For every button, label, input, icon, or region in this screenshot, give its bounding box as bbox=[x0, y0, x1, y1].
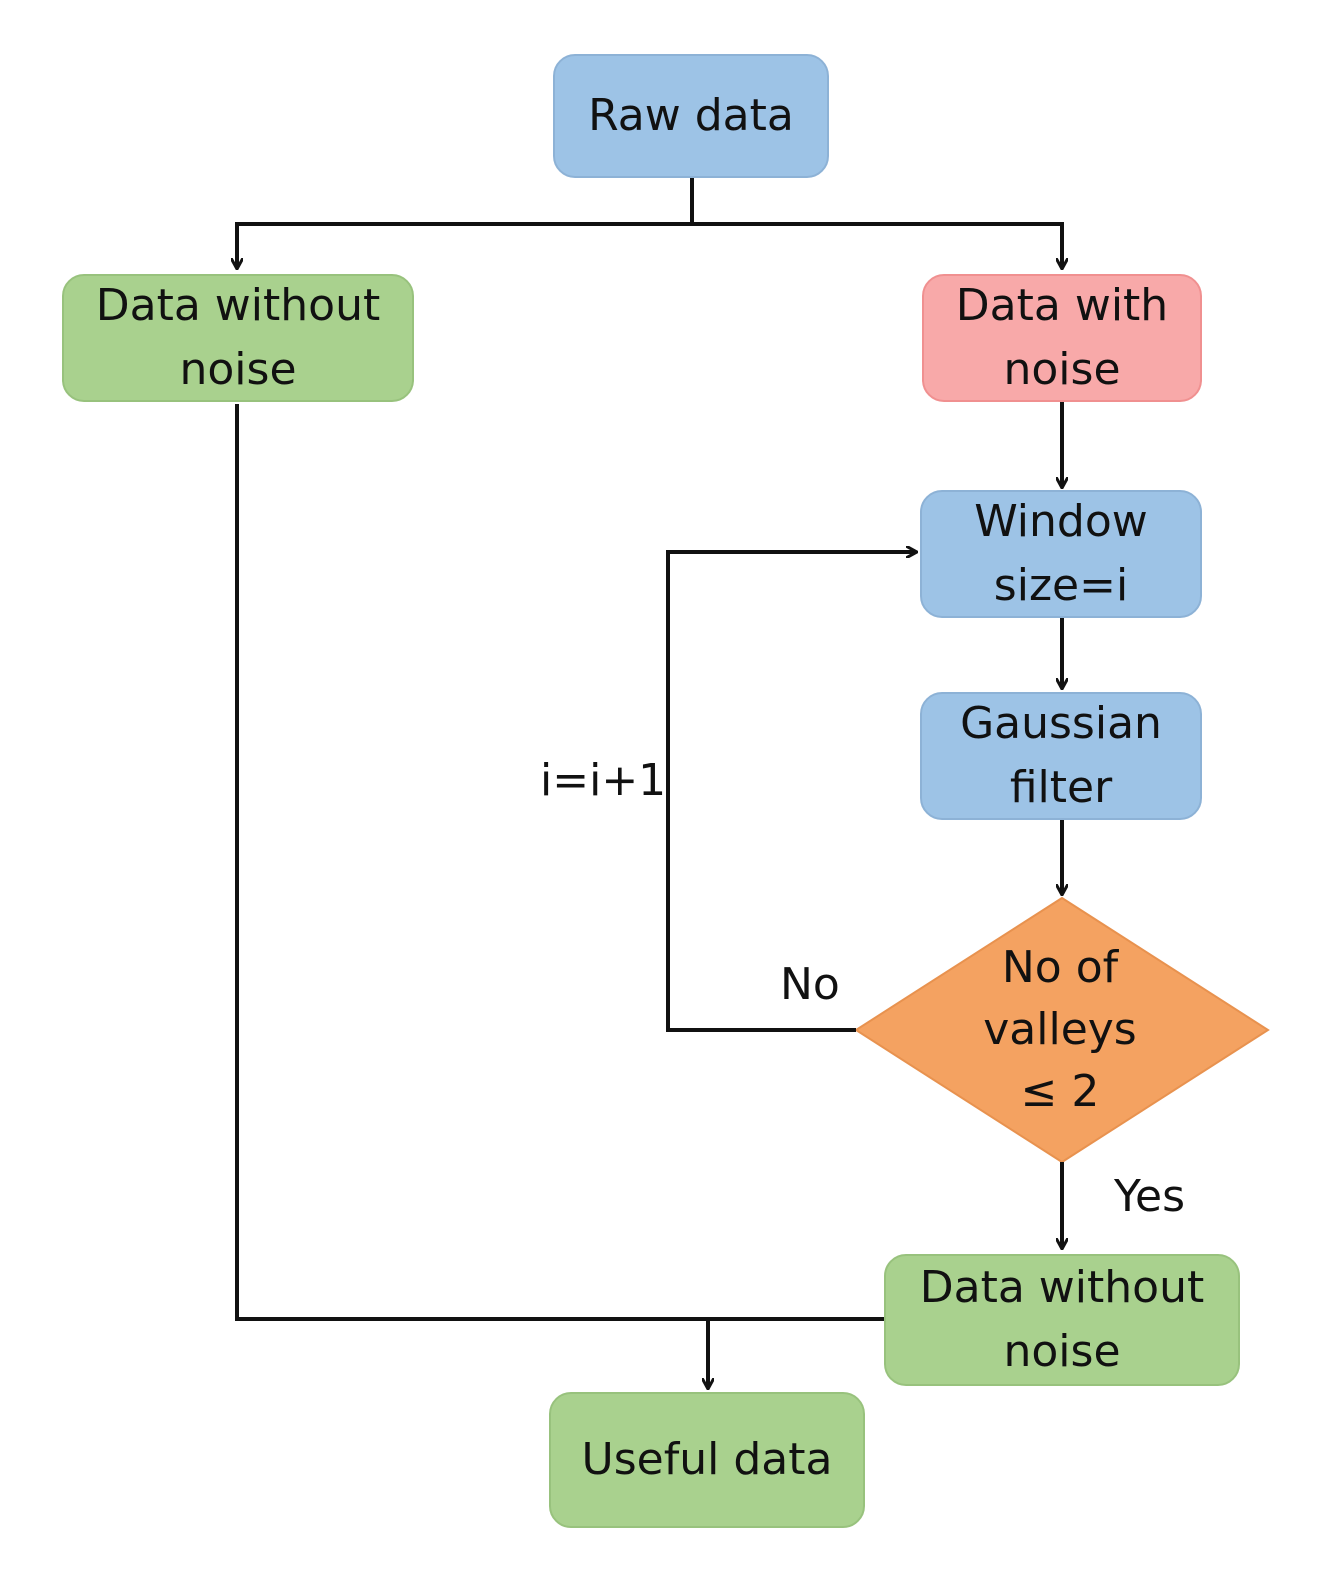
node-data-without-noise-right-line-1: Data without bbox=[919, 1262, 1205, 1313]
node-raw-data-line-1: Raw data bbox=[588, 90, 794, 141]
node-data-without-noise-left: Data without noise bbox=[62, 274, 414, 402]
node-raw-data: Raw data bbox=[553, 54, 829, 178]
node-data-with-noise: Data with noise bbox=[922, 274, 1202, 402]
node-data-with-noise-line-1: Data with bbox=[955, 280, 1169, 331]
node-data-without-noise-right: Data without noise bbox=[884, 1254, 1240, 1386]
node-useful-data: Useful data bbox=[549, 1392, 865, 1528]
edge-label-yes: Yes bbox=[1114, 1171, 1186, 1222]
edge-label-no: No bbox=[780, 959, 840, 1010]
node-gaussian-filter-line-2: filter bbox=[1009, 762, 1113, 813]
node-data-without-noise-left-line-1: Data without bbox=[95, 280, 381, 331]
edge-label-loop: i=i+1 bbox=[540, 755, 667, 806]
node-data-with-noise-line-2: noise bbox=[1003, 344, 1121, 395]
arrow-raw-to-without-noise bbox=[237, 222, 692, 268]
node-window-size: Window size=i bbox=[920, 490, 1202, 618]
node-decision-valleys-line-1: No of bbox=[1001, 942, 1119, 993]
node-data-without-noise-left-line-2: noise bbox=[179, 344, 297, 395]
node-window-size-line-1: Window bbox=[974, 496, 1148, 547]
node-gaussian-filter: Gaussian filter bbox=[920, 692, 1202, 820]
node-decision-valleys: No of valleys ≤ 2 bbox=[880, 930, 1240, 1130]
node-useful-data-line-1: Useful data bbox=[581, 1434, 833, 1485]
node-window-size-line-2: size=i bbox=[993, 560, 1129, 611]
arrow-no-loop-to-window bbox=[666, 552, 916, 1032]
node-gaussian-filter-line-1: Gaussian bbox=[960, 698, 1162, 749]
node-data-without-noise-right-line-2: noise bbox=[1003, 1326, 1121, 1377]
arrow-raw-to-with-noise bbox=[692, 222, 1062, 268]
node-decision-valleys-line-3: ≤ 2 bbox=[1020, 1066, 1100, 1117]
node-decision-valleys-line-2: valleys bbox=[983, 1004, 1137, 1055]
connector-left-data-down bbox=[235, 404, 884, 1321]
